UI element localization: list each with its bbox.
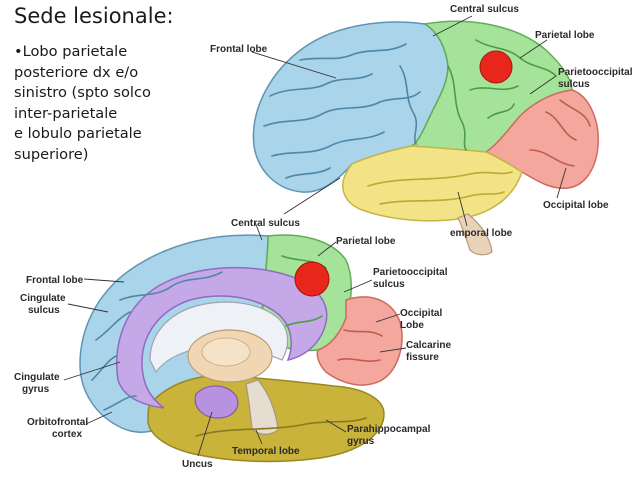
label-medial-calcarine: Calcarine (406, 340, 451, 351)
label-medial-cingulate-gyrus: Cingulate (14, 372, 60, 383)
label-medial-parietooccipital: Parietooccipital (373, 267, 448, 278)
label-medial-occipital-lobe: Lobe (400, 320, 424, 331)
label-lateral-parietooccipital: Parietooccipital (558, 67, 633, 78)
text-line: e lobulo parietale (14, 125, 142, 142)
label-medial-temporal-lobe: Temporal lobe (232, 446, 300, 457)
label-medial-frontal-lobe: Frontal lobe (26, 275, 84, 286)
medial-brain-view (79, 234, 403, 463)
lateral-frontal-gyri (263, 43, 421, 179)
medial-cingulate-gyrus (116, 266, 328, 409)
text-line: inter-parietale (14, 104, 118, 122)
lateral-leader-lines (251, 15, 567, 227)
lateral-brain-view (252, 20, 599, 256)
label-lateral-frontal-lobe: Frontal lobe (210, 44, 268, 55)
label-medial-parietal-lobe: Parietal lobe (336, 236, 396, 247)
label-medial-calcarine-fissure: fissure (406, 352, 439, 363)
label-medial-parahippocampal: Parahippocampal (347, 424, 431, 435)
lateral-temporal-gyri (367, 171, 513, 205)
medial-hippocampus (194, 385, 239, 419)
medial-lesion-marker (294, 261, 330, 297)
label-medial-cingulate: Cingulate (20, 293, 66, 304)
lateral-occipital-gyri (529, 99, 591, 167)
label-lateral-central-sulcus-2: Central sulcus (231, 218, 300, 229)
text-line: superiore) (14, 145, 89, 163)
label-medial-parahippocampal-gyrus: gyrus (347, 436, 375, 447)
label-medial-cingulate-gyrus-2: gyrus (22, 384, 50, 395)
label-lateral-temporal-lobe: emporal lobe (450, 228, 513, 239)
lateral-temporal-lobe (342, 145, 523, 222)
medial-occipital-lobe (316, 296, 403, 386)
label-lateral-parietal-lobe: Parietal lobe (535, 30, 595, 41)
text-line: •Lobo parietale (14, 43, 128, 60)
text-line: sinistro (spto solco (14, 84, 151, 101)
medial-thalamus-inner (201, 337, 251, 367)
medial-leader-lines (63, 221, 407, 457)
label-medial-uncus: Uncus (182, 459, 213, 470)
medial-frontal-gyri (91, 271, 223, 411)
label-medial-orbitofrontal-cortex: cortex (52, 429, 82, 440)
medial-temporal-gyri (195, 417, 367, 437)
slide-title: Sede lesionale: (14, 4, 174, 28)
label-lateral-occipital-lobe: Occipital lobe (543, 200, 609, 211)
medial-brainstem (245, 379, 279, 435)
label-medial-cingulate-sulcus: sulcus (28, 305, 60, 316)
label-medial-orbitofrontal: Orbitofrontal (27, 417, 88, 428)
label-medial-parietooccipital-sulcus: sulcus (373, 279, 405, 290)
medial-occipital-gyri (337, 329, 383, 362)
label-lateral-central-sulcus: Central sulcus (450, 4, 519, 15)
slide-body-text: •Lobo parietale posteriore dx e/o sinist… (14, 42, 189, 165)
label-medial-occipital: Occipital (400, 308, 442, 319)
lateral-lesion-marker (479, 50, 513, 84)
text-line: posteriore dx e/o (14, 63, 139, 81)
label-lateral-parietooccipital-sulcus: sulcus (558, 79, 590, 90)
